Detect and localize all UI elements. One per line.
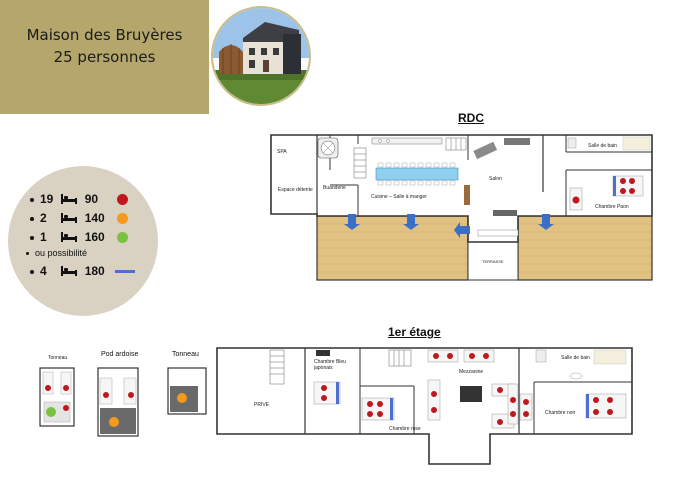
etage-floor-plan xyxy=(216,347,633,465)
room-label-living: Salon xyxy=(489,176,502,182)
orange-dot-icon xyxy=(116,213,128,225)
room-label-private: PRIVE xyxy=(254,402,270,408)
room-label-blue-1: Chambre Bleu xyxy=(314,359,346,365)
outbuilding-label-pod: Pod ardoise xyxy=(101,351,139,358)
rdc-title: RDC xyxy=(458,111,484,125)
blue-line-icon xyxy=(114,270,135,274)
legend-row: 1 160 xyxy=(30,230,128,245)
capacity-text: 25 personnes xyxy=(53,48,156,66)
outbuilding-label-tonneau-2: Tonneau xyxy=(172,351,199,358)
room-label-bathroom-1st: Salle de bain xyxy=(561,355,590,361)
bed-icon xyxy=(61,212,78,226)
green-dot-icon xyxy=(116,232,128,244)
outbuilding-label-tonneau-1: Tonneau xyxy=(48,355,68,361)
property-name: Maison des Bruyères xyxy=(26,26,183,44)
rdc-floor-plan xyxy=(270,134,653,281)
room-label-blue-2: japonais xyxy=(314,365,333,371)
room-label-bathroom: Salle de bain xyxy=(588,143,617,149)
title-panel: Maison des Bruyères 25 personnes xyxy=(0,0,209,114)
legend-possibility: ou possibilité xyxy=(26,248,87,258)
legend-row: 19 90 xyxy=(30,192,128,207)
room-label-terrace: TERRASSE xyxy=(482,259,504,264)
bed-icon xyxy=(61,231,78,245)
outbuildings-plans xyxy=(39,367,207,437)
room-label-peacock: Chambre Paon xyxy=(595,204,629,210)
room-label-relax: Espace détente xyxy=(278,187,313,193)
room-label-spa: SPA xyxy=(277,149,287,155)
legend-row: 2 140 xyxy=(30,211,128,226)
room-label-pink: Chambre rose xyxy=(389,426,421,432)
etage-title: 1er étage xyxy=(388,325,441,339)
legend-row: 4 180 xyxy=(30,264,135,279)
bed-legend xyxy=(8,166,158,316)
red-dot-icon xyxy=(116,194,128,206)
bed-icon xyxy=(61,193,78,207)
room-label-laundry: Buanderie xyxy=(323,185,346,191)
room-label-mezzanine: Mezzanine xyxy=(459,369,484,375)
room-label-kitchen: Cuisine – Salle à manger xyxy=(371,194,427,200)
bed-icon xyxy=(61,265,78,279)
house-photo xyxy=(213,8,309,104)
room-label-black: Chambre noir xyxy=(545,410,576,416)
